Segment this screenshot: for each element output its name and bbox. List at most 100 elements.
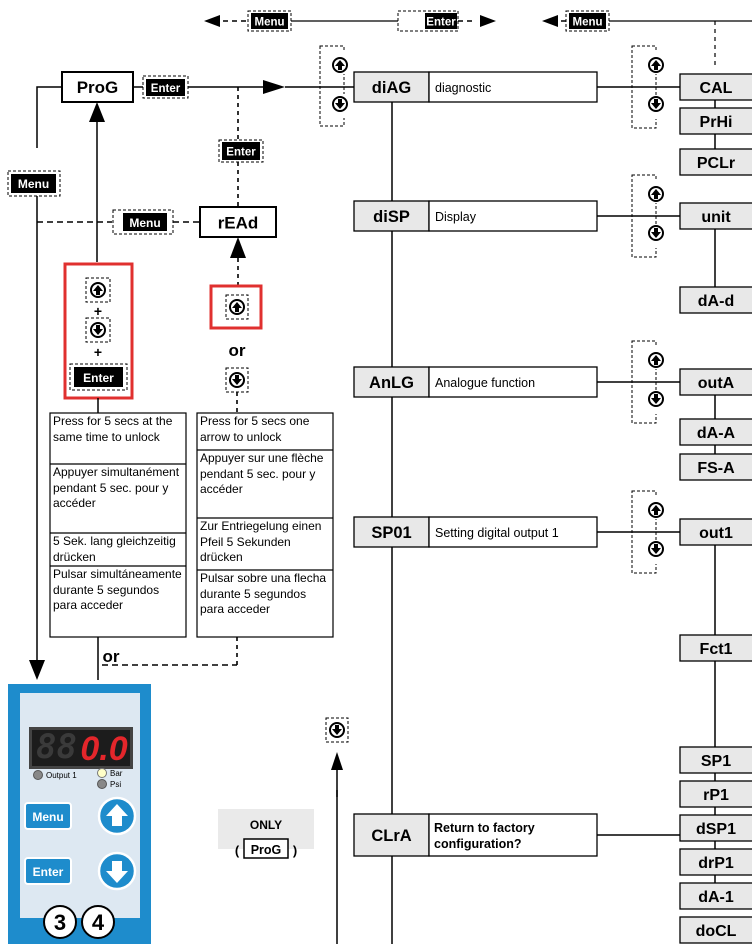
only-paren-close: )	[293, 843, 297, 858]
prog-unlock-enter-label: Enter	[83, 371, 114, 385]
param-label: PrHi	[700, 114, 733, 131]
param-dsp1: dSP1	[679, 814, 752, 842]
param-label: dSP1	[696, 821, 736, 838]
param-drp1: drP1	[679, 848, 752, 876]
param-label: unit	[701, 209, 731, 226]
device-enter-button[interactable]	[24, 857, 72, 885]
param-selector-4	[631, 490, 667, 574]
read-instruction-de: Zur Entriegelung einen Pfeil 5 Sekunden …	[200, 519, 322, 564]
param-label: PCLr	[697, 155, 735, 172]
bar-led-label: Bar	[110, 769, 123, 778]
param-da-1: dA-1	[679, 882, 752, 910]
param-selector-1	[631, 45, 667, 129]
menu-code: AnLG	[369, 374, 414, 392]
read-instruction-es: Pulsar sobre una flecha durante 5 segund…	[200, 571, 327, 616]
menu-item-diag: diAG diagnostic	[353, 71, 680, 103]
top-menu-label-2: Menu	[572, 17, 602, 29]
plus-sign-1: +	[94, 303, 102, 319]
display-ghost-digits: 88	[36, 727, 77, 767]
only-prog-note: ONLY ( ProG )	[218, 809, 314, 859]
param-label: outA	[698, 375, 735, 392]
param-pclr: PCLr	[679, 148, 752, 176]
top-menu-label-1: Menu	[254, 17, 284, 29]
only-paren-open: (	[235, 843, 240, 858]
param-unit: unit	[679, 202, 752, 230]
read-instruction-en: Press for 5 secs one arrow to unlock	[200, 414, 310, 444]
param-label: dA-1	[698, 889, 734, 906]
menu-code: diAG	[372, 79, 411, 97]
read-unlock-instructions: Press for 5 secs one arrow to unlock App…	[196, 412, 334, 638]
prog-instruction-es: Pulsar simultáneamente durante 5 segundo…	[53, 567, 182, 612]
device-up-arrow-icon[interactable]	[106, 804, 128, 826]
menu-description: diagnostic	[435, 81, 491, 95]
prog-instruction-fr: Appuyer simultanément pendant 5 sec. pou…	[53, 465, 180, 510]
device-panel: 88 0.0 Output 1 Bar Psi Menu Enter 3 4	[8, 684, 151, 944]
param-label: rP1	[703, 787, 729, 804]
menu-item-anlg: AnLG Analogue function	[353, 366, 680, 398]
output1-led-label: Output 1	[46, 771, 77, 780]
device-menu-button[interactable]	[24, 802, 72, 830]
plus-sign-2: +	[94, 344, 102, 360]
param-sp1: SP1	[679, 746, 752, 774]
menu-code: diSP	[373, 208, 410, 226]
param-label: dA-d	[698, 293, 734, 310]
menu-description: Display	[435, 210, 477, 224]
param-docl: doCL	[679, 916, 752, 944]
param-label: FS-A	[697, 460, 735, 477]
or-label-mid: or	[229, 341, 246, 360]
param-fs-a: FS-A	[679, 453, 752, 481]
menu-item-sp01: SP01 Setting digital output 1	[353, 516, 680, 548]
display-value: 0.0	[80, 730, 127, 768]
param-rp1: rP1	[679, 780, 752, 808]
top-enter-label: Enter	[426, 17, 456, 29]
param-label: doCL	[696, 923, 737, 940]
menu-item-clra: CLrA Return to factory configuration?	[353, 813, 680, 857]
param-label: out1	[699, 525, 733, 542]
param-label: SP1	[701, 753, 731, 770]
only-label: ONLY	[250, 818, 282, 832]
or-label-bottom: or	[103, 647, 120, 666]
prog-enter-label: Enter	[151, 83, 181, 95]
device-enter-label: Enter	[33, 865, 64, 879]
prog-state-label: ProG	[77, 78, 119, 97]
menu-code: CLrA	[371, 827, 411, 845]
read-enter-label: Enter	[226, 147, 256, 159]
left-flow: ProG Menu Enter Enter rEAd Menu	[7, 71, 354, 680]
param-prhi: PrHi	[679, 107, 752, 135]
device-down-arrow-icon[interactable]	[106, 861, 128, 883]
only-prog-label: ProG	[251, 843, 282, 857]
menu-item-disp: diSP Display	[353, 200, 680, 232]
menu-description: Return to factory configuration?	[434, 821, 535, 851]
read-menu-label: Menu	[129, 216, 160, 230]
psi-led-label: Psi	[110, 780, 121, 789]
read-state-label: rEAd	[218, 214, 259, 233]
param-fct1: Fct1	[679, 634, 752, 662]
left-menu-label: Menu	[18, 177, 49, 191]
param-label: dA-A	[697, 425, 736, 442]
param-selector-3	[631, 340, 667, 424]
param-label: Fct1	[700, 641, 733, 658]
device-menu-label: Menu	[32, 810, 63, 824]
param-out1: out1	[679, 518, 752, 546]
callout-number-3: 3	[54, 910, 66, 935]
menu-description: Analogue function	[435, 376, 535, 390]
prog-instruction-de: 5 Sek. lang gleichzeitig drücken	[53, 534, 176, 564]
prog-unlock-instructions: Press for 5 secs at the same time to unl…	[49, 412, 187, 638]
menu-description: Setting digital output 1	[435, 526, 559, 540]
callout-number-4: 4	[92, 910, 105, 935]
param-label: drP1	[698, 855, 734, 872]
prog-instruction-en: Press for 5 secs at the same time to unl…	[53, 414, 173, 444]
top-nav: Menu Enter Menu	[204, 10, 752, 68]
param-da-a: dA-A	[679, 418, 752, 446]
param-outa: outA	[679, 368, 752, 396]
param-cal: CAL	[679, 73, 752, 101]
param-da-d: dA-d	[679, 286, 752, 314]
read-instruction-fr: Appuyer sur une flèche pendant 5 sec. po…	[200, 451, 324, 496]
param-selector-2	[631, 174, 667, 258]
param-label: CAL	[700, 80, 733, 97]
menu-code: SP01	[371, 524, 411, 542]
right-connectors	[631, 45, 667, 574]
